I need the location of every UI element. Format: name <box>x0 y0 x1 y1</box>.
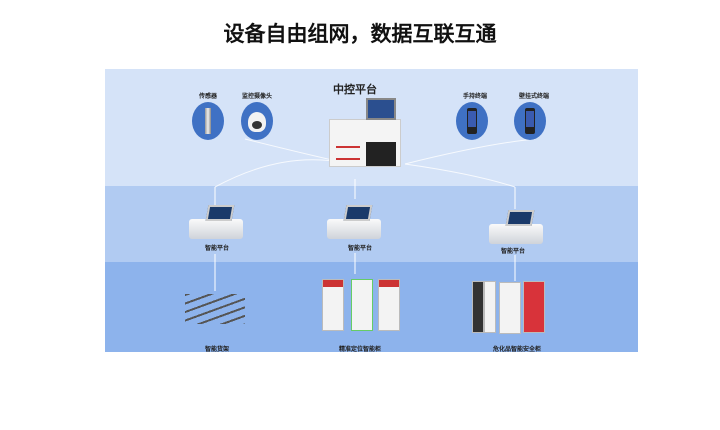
cabinet-image <box>322 279 344 331</box>
cabinet-image <box>378 279 400 331</box>
camera-label: 监控摄像头 <box>241 93 272 100</box>
handheld-terminal-icon <box>456 102 488 140</box>
safety-cabinet-image <box>499 282 521 334</box>
smart-platform-label-1: 智能平台 <box>204 245 229 252</box>
smart-platform-device <box>327 205 381 239</box>
precise-cabinet-label: 精准定位智能柜 <box>338 346 381 352</box>
smart-platform-label-2: 智能平台 <box>347 245 372 252</box>
camera-icon <box>241 102 273 140</box>
sensor-label: 传感器 <box>198 93 217 100</box>
wall-terminal-icon <box>514 102 546 140</box>
central-platform-label: 中控平台 <box>333 83 377 96</box>
hazmat-cabinet-label: 危化品智能安全柜 <box>492 346 541 352</box>
sensor-icon <box>192 102 224 140</box>
smart-platform-label-3: 智能平台 <box>500 248 525 255</box>
safety-cabinet-image <box>472 281 484 333</box>
smart-platform-device <box>489 210 543 244</box>
wall-terminal-label: 壁挂式终端 <box>518 93 549 100</box>
smart-platform-device <box>189 205 243 239</box>
network-diagram: 中控平台 传感器 监控摄像头 手持终端 壁挂式终端 智能平台 智能平台 智能平台… <box>105 69 638 352</box>
safety-cabinet-image <box>484 281 496 333</box>
cabinet-image <box>351 279 373 331</box>
page-title: 设备自由组网，数据互联互通 <box>223 22 497 46</box>
central-console <box>329 98 401 167</box>
handheld-label: 手持终端 <box>462 93 487 100</box>
safety-cabinet-image <box>523 281 545 333</box>
smart-shelf-label: 智能货架 <box>204 346 229 352</box>
smart-shelf-image <box>185 294 245 324</box>
